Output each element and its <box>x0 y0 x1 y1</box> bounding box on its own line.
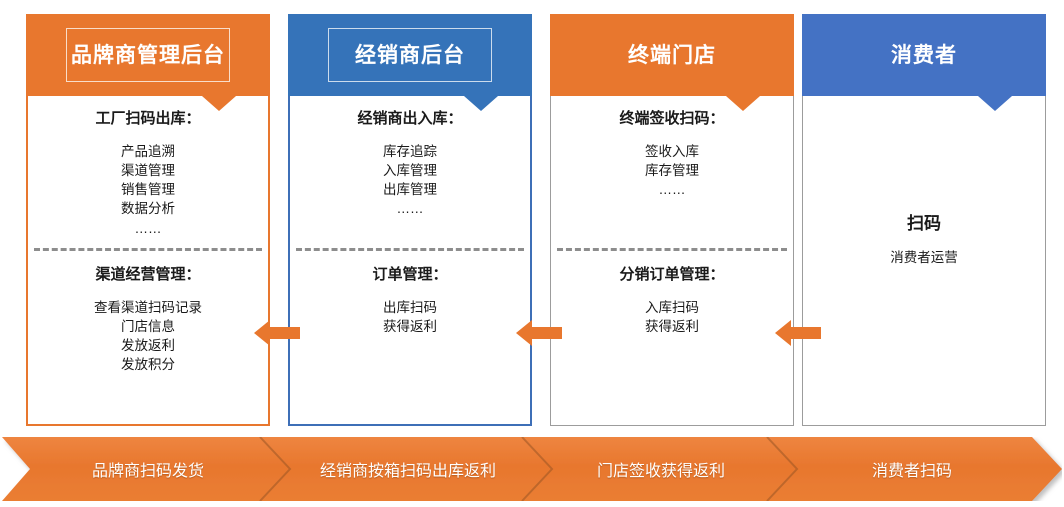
section-distributor-inout: 经销商出入库： 库存追踪 入库管理 出库管理 …… <box>290 110 530 219</box>
section-items: 入库扫码 获得返利 <box>551 298 793 336</box>
column-header-distributor-backend: 经销商后台 <box>288 14 532 111</box>
header-notch-triangle <box>464 96 498 111</box>
back-arrow-consumer-to-store <box>775 318 821 348</box>
list-item: 获得返利 <box>645 319 699 335</box>
list-item: …… <box>396 201 424 217</box>
column-title: 品牌商管理后台 <box>71 43 225 67</box>
list-item: …… <box>134 220 162 236</box>
section-items: 出库扫码 获得返利 <box>290 298 530 336</box>
list-item: 库存管理 <box>645 163 699 179</box>
column-body-distributor-backend: 经销商出入库： 库存追踪 入库管理 出库管理 …… 订单管理： 出库扫码 获得返… <box>288 96 532 426</box>
consumer-sub-label: 消费者运营 <box>890 250 958 266</box>
list-item: 查看渠道扫码记录 <box>94 300 202 315</box>
list-item: 数据分析 <box>121 201 175 217</box>
section-items: 签收入库 库存管理 …… <box>551 142 793 199</box>
section-divider <box>34 248 262 251</box>
list-item: 库存追踪 <box>383 144 437 159</box>
section-divider <box>296 248 524 251</box>
list-item: 渠道管理 <box>121 163 175 179</box>
column-title: 消费者 <box>891 43 957 67</box>
list-item: …… <box>658 182 686 198</box>
list-item: 出库扫码 <box>383 300 437 315</box>
section-divider <box>557 248 787 251</box>
column-body-brand-admin: 工厂扫码出库： 产品追溯 渠道管理 销售管理 数据分析 …… 渠道经营管理： 查… <box>26 96 270 426</box>
section-items: 产品追溯 渠道管理 销售管理 数据分析 …… <box>28 142 268 238</box>
section-distribution-order: 分销订单管理： 入库扫码 获得返利 <box>551 266 793 336</box>
section-factory-scan-out: 工厂扫码出库： 产品追溯 渠道管理 销售管理 数据分析 …… <box>28 110 268 238</box>
list-item: 发放返利 <box>121 338 175 354</box>
column-consumer: 消费者 扫码 消费者运营 <box>802 14 1046 426</box>
header-inner-box <box>328 28 492 82</box>
process-banner: 品牌商扫码发货 经销商按箱扫码出库返利 门店签收获得返利 消费者扫码 <box>2 437 1062 501</box>
section-channel-operation: 渠道经营管理： 查看渠道扫码记录 门店信息 发放返利 发放积分 <box>28 266 268 375</box>
column-distributor-backend: 经销商后台 经销商出入库： 库存追踪 入库管理 出库管理 …… 订单管理： 出库… <box>288 14 532 426</box>
list-item: 签收入库 <box>645 144 699 159</box>
section-title: 订单管理： <box>372 266 448 283</box>
consumer-main-label: 扫码 <box>907 214 941 233</box>
list-item: 产品追溯 <box>121 144 175 159</box>
list-item: 发放积分 <box>121 357 175 373</box>
column-brand-admin: 品牌商管理后台 工厂扫码出库： 产品追溯 渠道管理 销售管理 数据分析 …… 渠… <box>26 14 270 426</box>
section-title: 终端签收扫码： <box>619 110 725 127</box>
list-item: 入库管理 <box>383 163 437 179</box>
list-item: 门店信息 <box>121 319 175 335</box>
section-items: 库存追踪 入库管理 出库管理 …… <box>290 142 530 219</box>
list-item: 入库扫码 <box>645 300 699 315</box>
list-item: 销售管理 <box>121 182 175 198</box>
column-body-consumer: 扫码 消费者运营 <box>802 96 1046 426</box>
column-terminal-store: 终端门店 终端签收扫码： 签收入库 库存管理 …… 分销订单管理： 入库扫码 获… <box>550 14 794 426</box>
column-header-brand-admin: 品牌商管理后台 <box>26 14 270 111</box>
list-item: 出库管理 <box>383 182 437 198</box>
section-title: 工厂扫码出库： <box>95 110 201 127</box>
header-inner-box <box>66 28 230 82</box>
section-order-management: 订单管理： 出库扫码 获得返利 <box>290 266 530 336</box>
section-title: 经销商出入库： <box>357 110 463 127</box>
back-arrow-store-to-distributor <box>516 318 562 348</box>
column-body-terminal-store: 终端签收扫码： 签收入库 库存管理 …… 分销订单管理： 入库扫码 获得返利 <box>550 96 794 426</box>
column-header-consumer: 消费者 <box>802 14 1046 111</box>
header-notch-triangle <box>978 96 1012 111</box>
list-item: 获得返利 <box>383 319 437 335</box>
column-header-terminal-store: 终端门店 <box>550 14 794 111</box>
column-title: 终端门店 <box>628 43 716 67</box>
section-terminal-receive-scan: 终端签收扫码： 签收入库 库存管理 …… <box>551 110 793 199</box>
back-arrow-distributor-to-brand <box>254 318 300 348</box>
column-title: 经销商后台 <box>355 43 465 67</box>
section-title: 渠道经营管理： <box>95 266 201 283</box>
header-notch-triangle <box>202 96 236 111</box>
section-title: 分销订单管理： <box>619 266 725 283</box>
section-consumer-scan: 扫码 消费者运营 <box>803 214 1045 267</box>
section-items: 查看渠道扫码记录 门店信息 发放返利 发放积分 <box>28 298 268 375</box>
header-notch-triangle <box>726 96 760 111</box>
